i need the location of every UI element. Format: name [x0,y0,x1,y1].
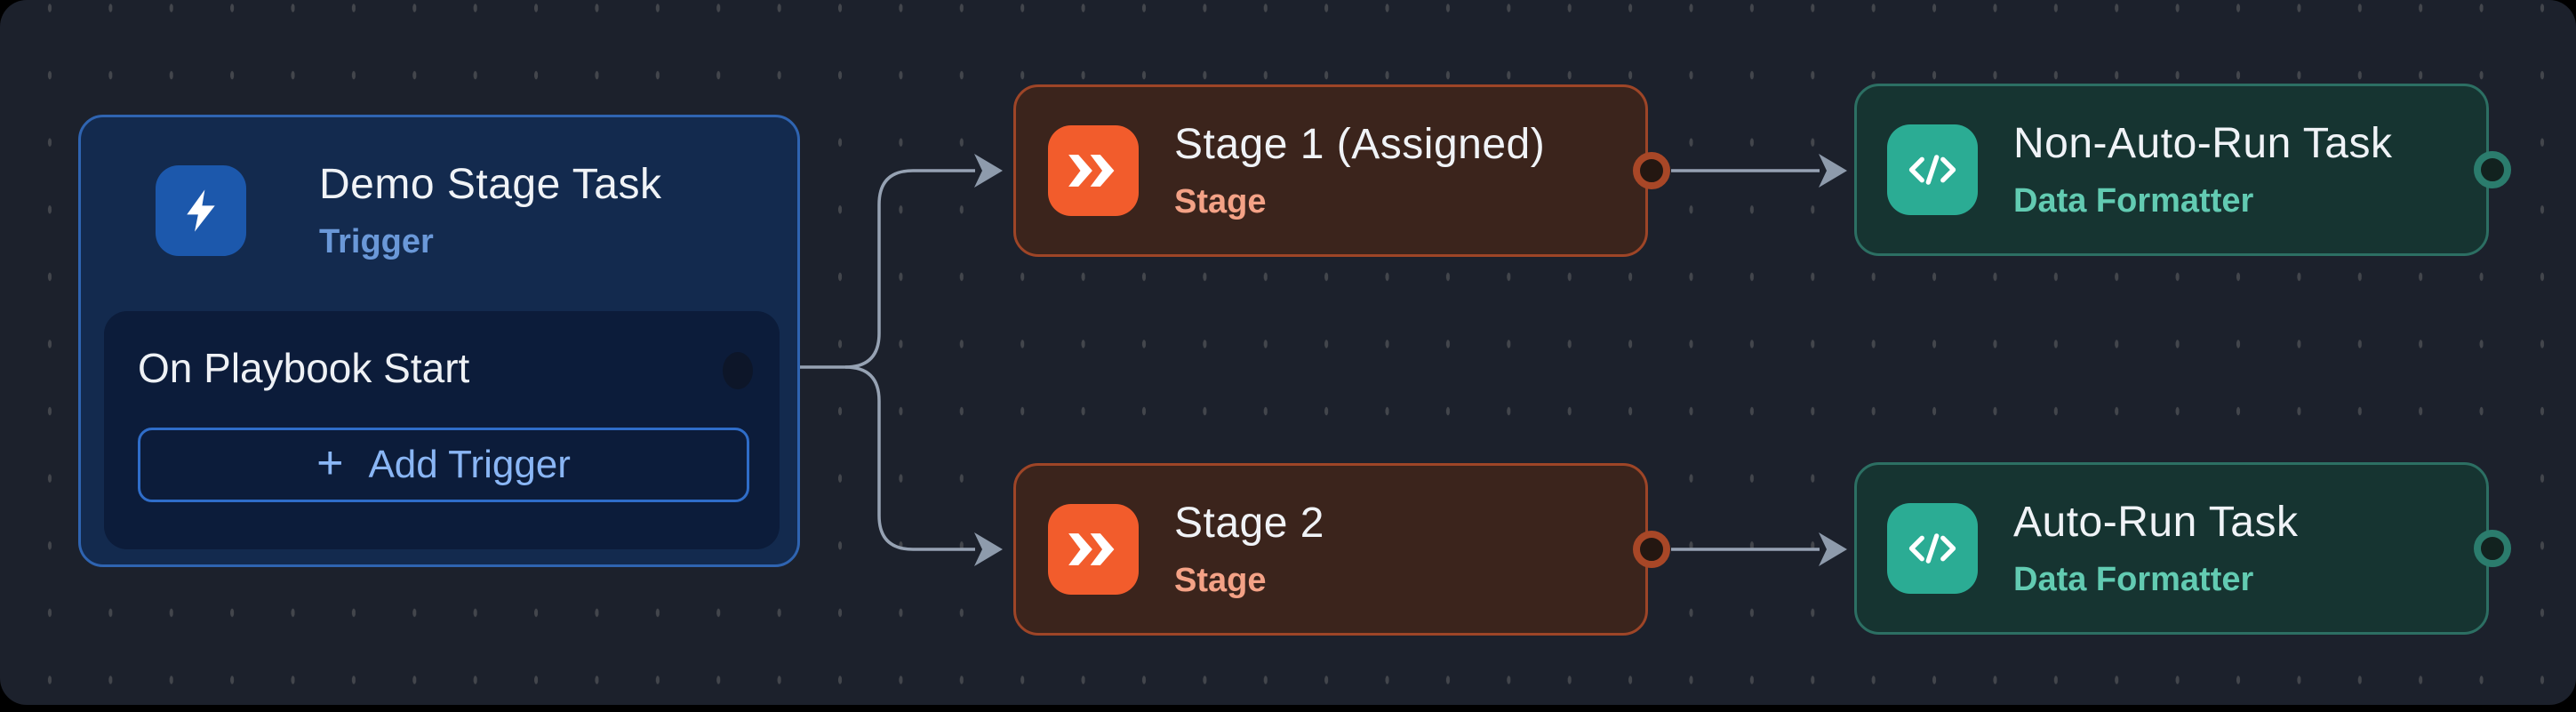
trigger-row-label: On Playbook Start [138,345,470,391]
add-trigger-button[interactable]: + Add Trigger [138,428,749,502]
node-subtitle: Stage [1174,183,1267,220]
output-port[interactable] [2474,151,2511,188]
trigger-node-header: Demo Stage Task Trigger [81,117,797,261]
node-title: Demo Stage Task [319,161,662,208]
arrowhead-stage1 [974,154,1003,188]
output-port[interactable] [2474,530,2511,567]
node-stage-2[interactable]: Stage 2 Stage [1013,463,1670,636]
node-non-auto-run-task[interactable]: Non-Auto-Run Task Data Formatter [1854,84,2511,256]
add-trigger-label: Add Trigger [368,443,571,486]
node-title: Non-Auto-Run Task [2013,120,2393,167]
fast-forward-icon [1048,504,1139,595]
node-title: Stage 2 [1174,500,1324,547]
code-icon [1887,503,1978,594]
plus-icon: + [316,437,344,489]
code-icon [1887,124,1978,215]
node-auto-run-task[interactable]: Auto-Run Task Data Formatter [1854,462,2511,635]
arrowhead-stage2 [974,532,1003,566]
node-title: Auto-Run Task [2013,499,2299,546]
trigger-list-panel: On Playbook Start + Add Trigger [104,311,780,549]
node-subtitle: Data Formatter [2013,182,2254,220]
lightning-icon [156,165,246,256]
arrowhead-task1 [1819,154,1847,188]
node-demo-stage-task[interactable]: Demo Stage Task Trigger On Playbook Star… [78,115,800,567]
edge-trigger-to-stage2 [844,365,975,551]
arrowhead-task2 [1819,532,1847,566]
output-port[interactable] [1633,531,1670,568]
node-title: Stage 1 (Assigned) [1174,121,1546,168]
node-stage-1-assigned[interactable]: Stage 1 (Assigned) Stage [1013,84,1670,257]
edge-trigger-to-stage1 [844,169,975,369]
node-subtitle: Data Formatter [2013,561,2254,598]
trigger-row-on-playbook-start[interactable]: On Playbook Start [138,341,469,395]
fast-forward-icon [1048,125,1139,216]
output-port[interactable] [1633,152,1670,189]
node-subtitle: Trigger [319,223,434,260]
trigger-output-port[interactable] [723,352,753,389]
node-subtitle: Stage [1174,562,1267,599]
